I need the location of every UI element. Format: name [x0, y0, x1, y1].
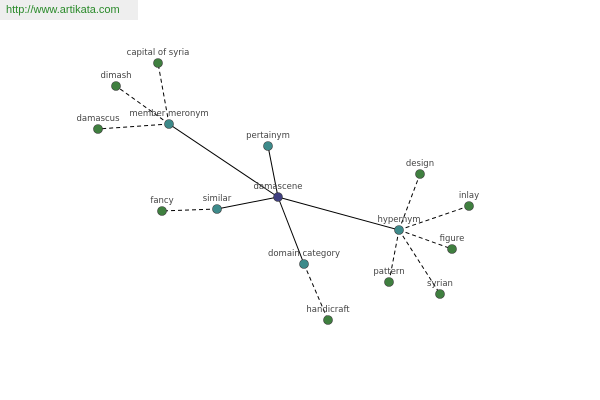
edge-member-meronym-capital-of-syria — [157, 62, 170, 125]
edge-center-pertainym — [267, 145, 279, 198]
term-syrian-node[interactable] — [435, 289, 445, 299]
edge-member-meronym-dimash — [115, 85, 170, 125]
edge-center-domain-category — [277, 196, 305, 265]
term-handicraft-label: handicraft — [306, 305, 350, 315]
relation-member-meronym-label: member meronym — [129, 109, 208, 119]
term-dimash-label: dimash — [100, 71, 131, 81]
edges-layer — [97, 62, 470, 321]
relation-hypernym-node[interactable] — [394, 225, 404, 235]
edge-hypernym-syrian — [398, 229, 441, 295]
edge-center-member-meronym — [168, 123, 279, 198]
relation-domain-category-node[interactable] — [299, 259, 309, 269]
labels-layer: member meronym capital of syria dimash dama… — [76, 48, 479, 315]
nodes-layer — [93, 58, 474, 325]
term-pattern-label: pattern — [373, 267, 404, 277]
term-dimash-node[interactable] — [111, 81, 121, 91]
relation-similar-label: similar — [203, 194, 232, 204]
relation-member-meronym-node[interactable] — [164, 119, 174, 129]
term-capital-of-syria-node[interactable] — [153, 58, 163, 68]
relation-similar-node[interactable] — [212, 204, 222, 214]
term-capital-of-syria-label: capital of syria — [127, 48, 190, 58]
term-fancy-label: fancy — [150, 196, 173, 206]
relation-pertainym-node[interactable] — [263, 141, 273, 151]
term-design-node[interactable] — [415, 169, 425, 179]
term-inlay-node[interactable] — [464, 201, 474, 211]
edge-center-similar — [216, 196, 279, 210]
term-design-label: design — [406, 159, 434, 169]
term-inlay-label: inlay — [459, 191, 479, 201]
edge-hypernym-figure — [398, 229, 453, 250]
term-damascus-label: damascus — [76, 114, 120, 124]
center-damascene-node[interactable] — [273, 192, 283, 202]
term-pattern-node[interactable] — [384, 277, 394, 287]
watermark-url: http://www.artikata.com — [0, 0, 138, 20]
edge-hypernym-design — [398, 173, 421, 231]
term-figure-label: figure — [440, 234, 465, 244]
edge-hypernym-pattern — [388, 229, 400, 283]
term-fancy-node[interactable] — [157, 206, 167, 216]
edge-center-hypernym — [277, 196, 400, 231]
term-handicraft-node[interactable] — [323, 315, 333, 325]
term-figure-node[interactable] — [447, 244, 457, 254]
edge-member-meronym-damascus — [97, 123, 170, 130]
center-damascene-label: damascene — [253, 182, 302, 192]
relation-pertainym-label: pertainym — [246, 131, 290, 141]
edge-hypernym-inlay — [398, 205, 470, 231]
relation-hypernym-label: hypernym — [377, 215, 420, 225]
edge-similar-fancy — [161, 208, 218, 212]
term-damascus-node[interactable] — [93, 124, 103, 134]
term-syrian-label: syrian — [427, 279, 453, 289]
relation-domain-category-label: domain category — [268, 249, 340, 259]
edge-domain-category-handicraft — [303, 263, 329, 321]
